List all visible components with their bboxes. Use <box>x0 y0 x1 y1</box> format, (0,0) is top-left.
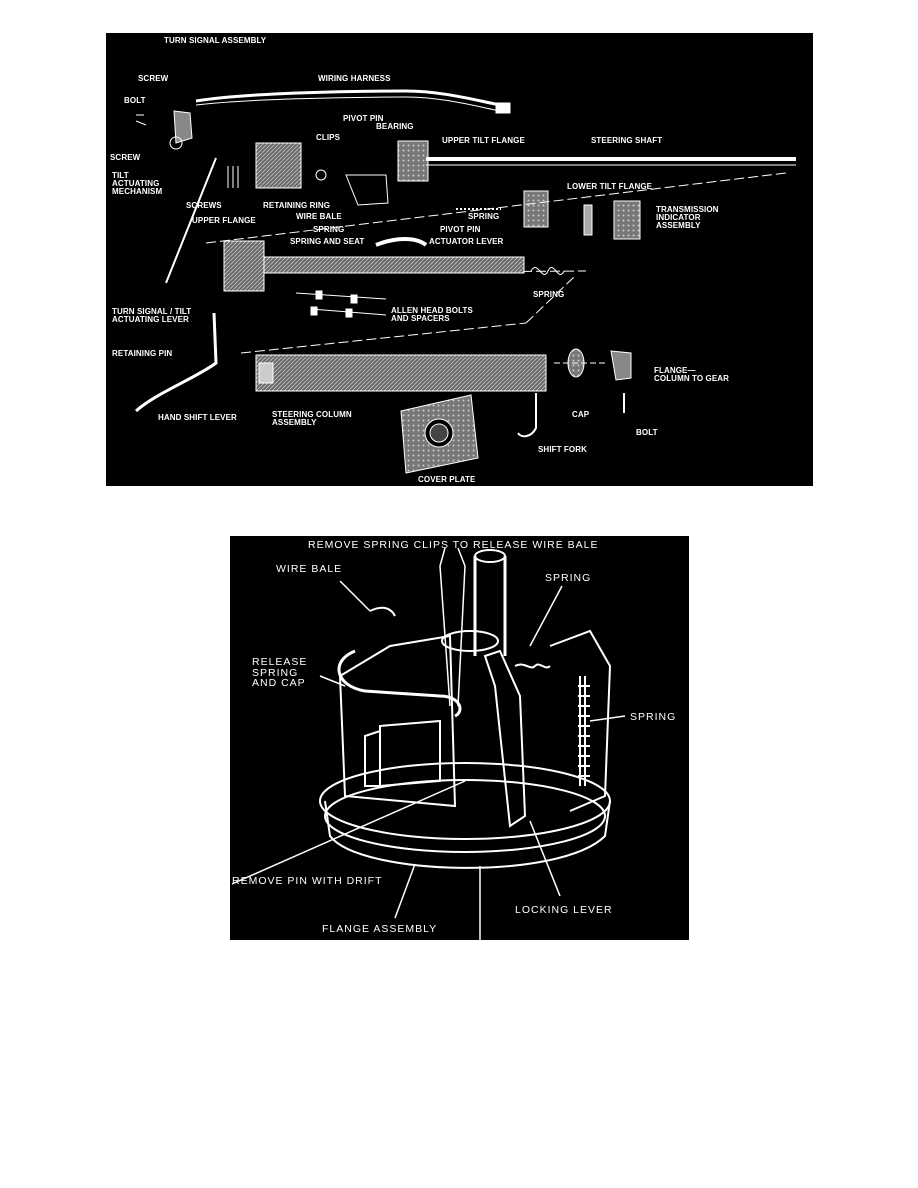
label-bearing: BEARING <box>376 122 414 131</box>
label-locking-lever: LOCKING LEVER <box>515 904 613 916</box>
label-upper-tilt-flange: UPPER TILT FLANGE <box>442 136 525 145</box>
label-turn-signal-assembly: TURN SIGNAL ASSEMBLY <box>164 36 267 45</box>
label-cover-plate: COVER PLATE <box>418 475 476 484</box>
label-cap: CAP <box>572 410 590 419</box>
turn-signal-assembly <box>173 110 193 144</box>
label-actuator-lever: ACTUATOR LEVER <box>429 237 504 246</box>
shaft <box>473 556 507 656</box>
base-ring <box>319 762 611 840</box>
label-wire-bale: WIRE BALE <box>296 212 342 221</box>
label-upper-flange: UPPER FLANGE <box>192 216 256 225</box>
exploded-view-drawing <box>134 89 796 474</box>
label-spring-b: SPRING <box>468 212 500 221</box>
label-spring-c: SPRING <box>533 290 565 299</box>
exploded-view-diagram: TURN SIGNAL ASSEMBLY WIRING HARNESS SCRE… <box>106 33 813 486</box>
label-wiring-harness: WIRING HARNESS <box>318 74 391 83</box>
label-steering-column-assembly: STEERING COLUMN ASSEMBLY <box>272 410 352 427</box>
label-spring-top: SPRING <box>545 572 592 584</box>
label-remove-pin-with-drift: REMOVE PIN WITH DRIFT <box>232 875 383 887</box>
label-hand-shift-lever: HAND SHIFT LEVER <box>158 413 237 422</box>
label-turn-signal-tilt-lever: TURN SIGNAL / TILT ACTUATING LEVER <box>112 307 192 324</box>
label-release-spring-and-cap: RELEASE SPRING AND CAP <box>252 656 308 689</box>
label-transmission-indicator-assembly: TRANSMISSION INDICATOR ASSEMBLY <box>656 205 719 230</box>
label-pivot-pin-bottom: PIVOT PIN <box>440 225 481 234</box>
label-wire-bale: WIRE BALE <box>276 563 343 575</box>
label-spring-and-seat: SPRING AND SEAT <box>290 237 365 246</box>
label-tilt-actuating-mechanism: TILT ACTUATING MECHANISM <box>112 171 163 196</box>
label-spring-right: SPRING <box>630 711 677 723</box>
wiring-harness <box>195 89 502 107</box>
label-flange-column-to-gear: FLANGE— COLUMN TO GEAR <box>654 366 730 383</box>
label-screws: SCREWS <box>186 201 222 210</box>
label-clips: CLIPS <box>316 133 341 142</box>
spring-right-coil <box>578 676 590 786</box>
upper-flange <box>255 142 302 189</box>
label-screw-left: SCREW <box>110 153 141 162</box>
label-retaining-ring: RETAINING RING <box>263 201 331 210</box>
label-allen-head-bolts: ALLEN HEAD BOLTS AND SPACERS <box>391 306 473 323</box>
tilt-head-drawing <box>231 547 626 940</box>
label-remove-spring-clips: REMOVE SPRING CLIPS TO RELEASE WIRE BALE <box>308 539 599 551</box>
wire-bale <box>337 649 462 718</box>
label-bolt-bottom: BOLT <box>636 428 658 437</box>
label-screw-top: SCREW <box>138 74 169 83</box>
label-shift-fork: SHIFT FORK <box>538 445 587 454</box>
steering-column <box>255 354 547 392</box>
label-steering-shaft: STEERING SHAFT <box>591 136 663 145</box>
retaining-ring <box>315 169 327 181</box>
label-lower-tilt-flange: LOWER TILT FLANGE <box>567 182 653 191</box>
locking-lever <box>483 649 527 828</box>
lower-tilt-flange <box>523 190 549 228</box>
label-flange-assembly: FLANGE ASSEMBLY <box>322 923 438 935</box>
tilt-head-detail-diagram: REMOVE SPRING CLIPS TO RELEASE WIRE BALE… <box>230 536 689 940</box>
label-bolt-top: BOLT <box>124 96 146 105</box>
label-retaining-pin: RETAINING PIN <box>112 349 173 358</box>
label-pivot-pin-top: PIVOT PIN <box>343 114 384 123</box>
label-spring-a: SPRING <box>313 225 345 234</box>
upper-tilt-flange <box>397 140 429 182</box>
